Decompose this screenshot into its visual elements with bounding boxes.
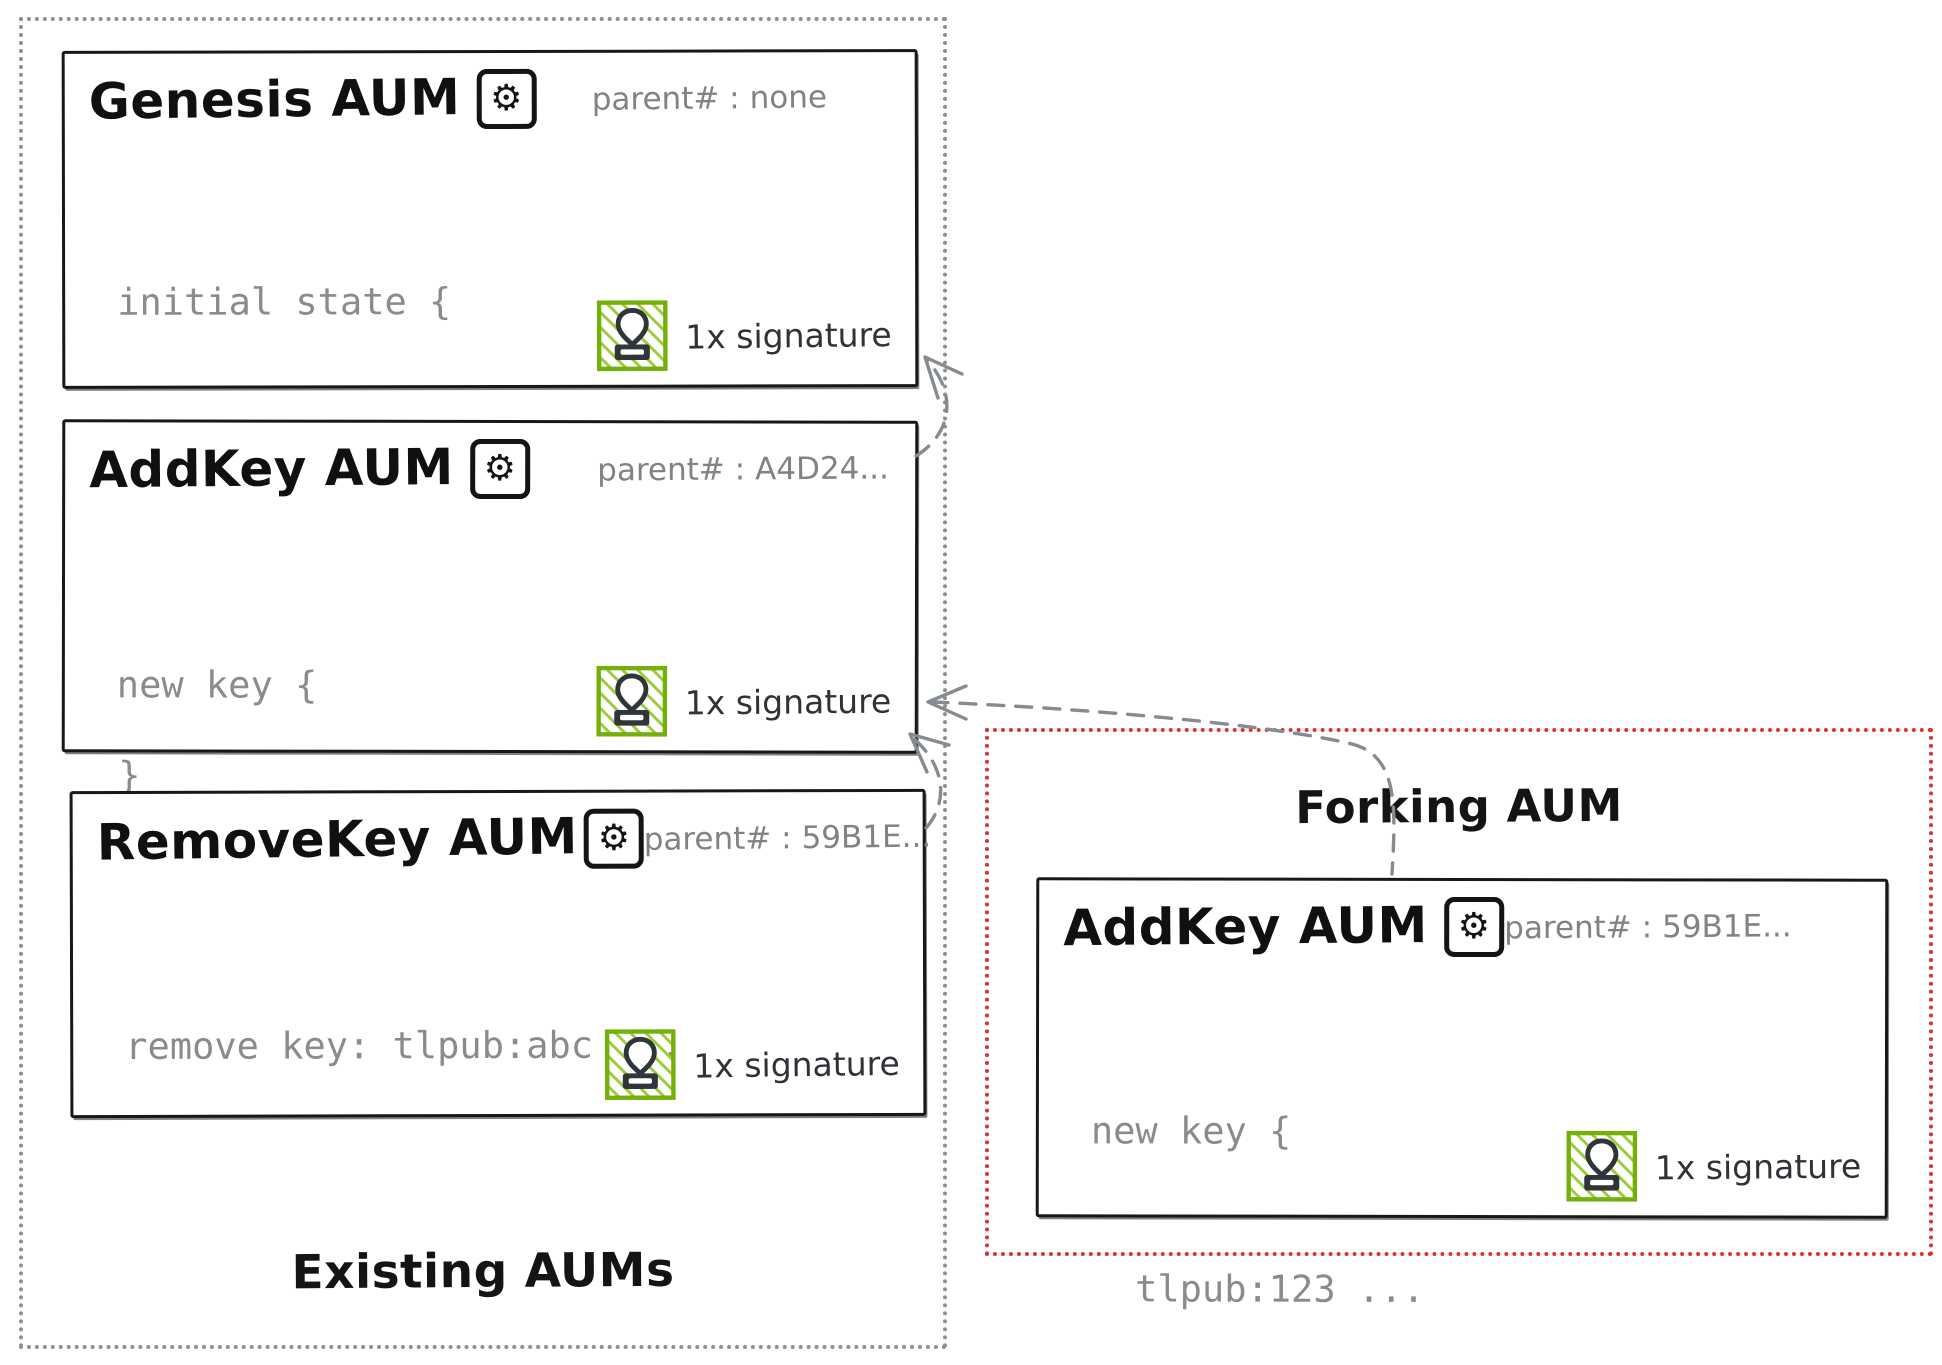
- gear-glyph: ⚙: [483, 447, 516, 490]
- parent-hash: parent# : A4D24...: [597, 450, 889, 488]
- parent-hash-label: parent# :: [643, 820, 792, 858]
- existing-aums-label: Existing AUMs: [291, 1242, 675, 1301]
- forking-aum-label: Forking AUM: [1295, 778, 1623, 835]
- parent-hash: parent# : 59B1E...: [644, 819, 932, 858]
- box-title: AddKey AUM: [1062, 896, 1429, 958]
- forking-addkey-aum-box: AddKey AUM ⚙ parent# : 59B1E... new key …: [1035, 877, 1889, 1311]
- code-line: tlpub:123 ...: [1090, 1267, 1425, 1311]
- parent-hash: parent# : none: [591, 79, 827, 118]
- signature-label: 1x signature: [1654, 1146, 1861, 1187]
- stamp-icon: [595, 665, 667, 737]
- gear-icon: ⚙: [476, 68, 537, 130]
- signature-row: 1x signature: [1564, 1129, 1861, 1204]
- parent-hash-value: none: [749, 79, 827, 117]
- parent-hash-label: parent# :: [597, 451, 746, 489]
- gear-glyph: ⚙: [490, 77, 523, 119]
- parent-hash-label: parent# :: [591, 80, 740, 118]
- box-header: AddKey AUM ⚙ parent# : 59B1E...: [1039, 880, 1885, 957]
- parent-hash-label: parent# :: [1503, 909, 1652, 947]
- box-title: RemoveKey AUM: [96, 807, 579, 872]
- gear-icon: ⚙: [1443, 896, 1504, 958]
- box-title: AddKey AUM: [88, 438, 455, 500]
- signature-label: 1x signature: [684, 314, 892, 357]
- signature-label: 1x signature: [692, 1043, 900, 1086]
- box-header: RemoveKey AUM ⚙ parent# : 59B1E...: [73, 792, 931, 872]
- box-header: AddKey AUM ⚙ parent# : A4D24...: [65, 422, 915, 499]
- gear-icon: ⚙: [469, 438, 530, 500]
- existing-aums-group: Existing AUMs: [19, 17, 947, 1349]
- genesis-aum-box: Genesis AUM ⚙ parent# : none initial sta…: [61, 49, 919, 797]
- addkey-aum-box: AddKey AUM ⚙ parent# : A4D24... new key …: [61, 419, 919, 1022]
- stamp-icon: [604, 1029, 676, 1101]
- gear-glyph: ⚙: [597, 817, 631, 859]
- stamp-icon: [596, 300, 668, 372]
- gear-glyph: ⚙: [1457, 905, 1490, 948]
- signature-label: 1x signature: [684, 681, 891, 722]
- parent-hash-value: 59B1E...: [1661, 908, 1792, 946]
- signature-row: 1x signature: [603, 1027, 900, 1102]
- stamp-icon: [1565, 1130, 1637, 1202]
- parent-hash-value: A4D24...: [755, 450, 890, 488]
- parent-hash: parent# : 59B1E...: [1504, 908, 1792, 946]
- signature-row: 1x signature: [595, 298, 892, 373]
- gear-icon: ⚙: [583, 808, 644, 869]
- box-title: Genesis AUM: [88, 68, 461, 131]
- forking-aum-group: Forking AUM: [985, 728, 1933, 1256]
- signature-row: 1x signature: [594, 664, 891, 739]
- parent-hash-value: 59B1E...: [801, 818, 932, 857]
- removekey-aum-box: RemoveKey AUM ⚙ parent# : 59B1E... remov…: [69, 788, 932, 1119]
- box-header: Genesis AUM ⚙ parent# : none: [65, 52, 915, 131]
